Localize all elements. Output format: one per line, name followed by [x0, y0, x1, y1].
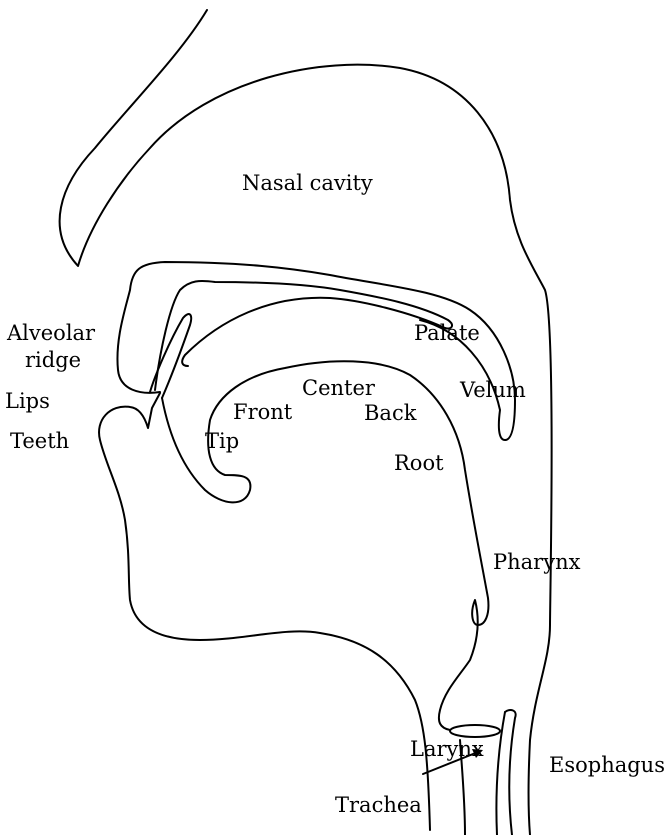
lower-lip-and-chin	[99, 393, 430, 830]
label-esophagus: Esophagus	[549, 753, 665, 777]
label-teeth: Teeth	[10, 429, 69, 453]
label-ridge: ridge	[25, 348, 81, 372]
label-pharynx: Pharynx	[493, 550, 581, 574]
nose-and-head-outline	[60, 10, 552, 835]
label-front: Front	[233, 400, 293, 424]
label-tip: Tip	[205, 429, 239, 453]
label-trachea: Trachea	[335, 793, 422, 817]
label-velum: Velum	[459, 378, 526, 402]
epiglottis	[505, 710, 516, 835]
label-center: Center	[302, 376, 376, 400]
tongue-outline	[162, 361, 488, 730]
label-alveolar: Alveolar	[6, 321, 96, 345]
larynx-ring	[450, 725, 500, 737]
upper-lip-and-palate	[117, 262, 515, 440]
label-back: Back	[364, 401, 417, 425]
label-lips: Lips	[5, 389, 50, 413]
label-larynx: Larynx	[410, 737, 484, 761]
label-nasal-cavity: Nasal cavity	[242, 171, 373, 195]
label-root: Root	[394, 451, 444, 475]
label-palate: Palate	[414, 321, 480, 345]
